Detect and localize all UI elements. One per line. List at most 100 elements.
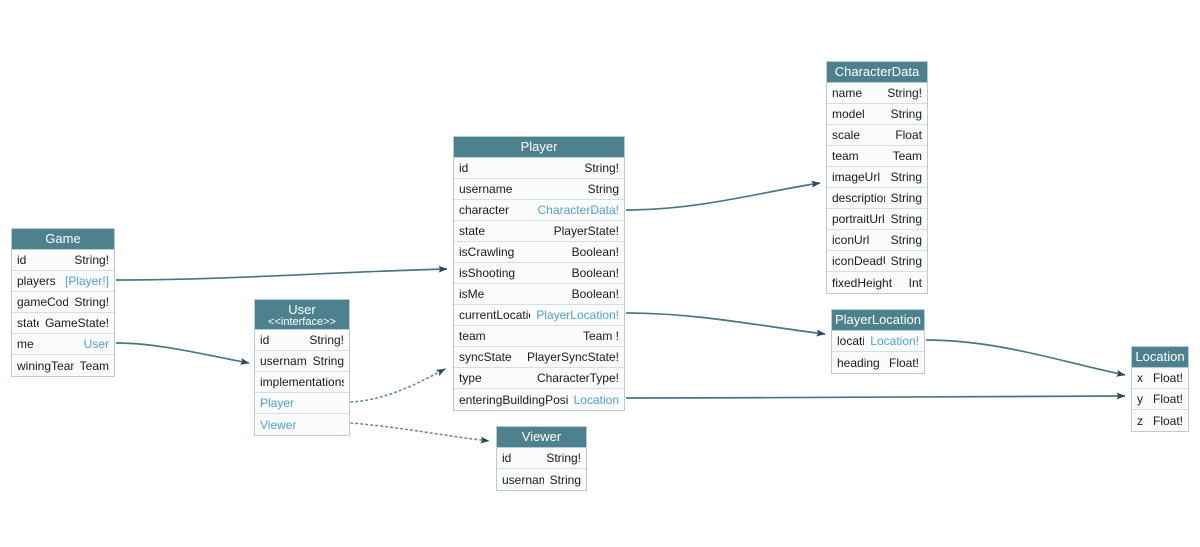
entity-header-player: Player [454, 137, 624, 158]
field-name: me [17, 337, 34, 351]
field-type: String [890, 107, 922, 121]
field-type-reference: Location [573, 392, 619, 407]
field-type: Int [908, 275, 922, 290]
entity-header-viewer: Viewer [497, 427, 586, 448]
field-type-reference: User [83, 337, 109, 351]
implementation-row[interactable]: Viewer [255, 414, 349, 435]
edge-playerlocation-location-to-location [925, 339, 1126, 377]
field-type: String [890, 233, 922, 247]
field-row[interactable]: currentLocation PlayerLocation! [454, 305, 624, 326]
field-name: x [1137, 371, 1143, 385]
field-name: syncState [459, 350, 512, 364]
field-row[interactable]: location Location! [832, 331, 924, 352]
field-name: id [260, 333, 270, 347]
field-name: id [459, 161, 469, 175]
field-type: CharacterType! [536, 371, 619, 385]
entity-header-playerlocation: PlayerLocation [832, 310, 924, 331]
field-row[interactable]: state GameState! [12, 313, 114, 334]
implementation-row[interactable]: Player [255, 393, 349, 414]
field-row[interactable]: x Float! [1132, 368, 1188, 389]
entity-title: CharacterData [834, 64, 920, 79]
field-type: Team [79, 358, 109, 373]
field-type-reference: PlayerLocation! [536, 308, 619, 322]
field-row[interactable]: me User [12, 334, 114, 355]
field-row[interactable]: id String! [255, 330, 349, 351]
field-type: String [312, 354, 344, 368]
field-type-reference: CharacterData! [537, 203, 619, 217]
field-name: heading [837, 355, 880, 370]
field-type: Float! [1152, 371, 1183, 385]
section-row[interactable]: implementations [255, 372, 349, 393]
field-row[interactable]: heading Float! [832, 352, 924, 373]
field-row[interactable]: isMe Boolean! [454, 284, 624, 305]
field-type: Float! [1152, 413, 1183, 428]
field-name: isMe [459, 287, 485, 301]
edge-user-viewer-implements [350, 422, 490, 444]
field-name: scale [832, 128, 861, 142]
entity-game[interactable]: GameidString!players[Player!]gameCodeStr… [11, 228, 115, 377]
field-type: GameState! [44, 316, 109, 330]
field-name: username [502, 472, 544, 487]
field-row[interactable]: model String [827, 104, 927, 125]
entity-stereotype: <<interface>> [268, 316, 336, 328]
field-row[interactable]: winingTeamTeam [12, 355, 114, 376]
field-name: team [459, 329, 486, 343]
entity-playerlocation[interactable]: PlayerLocation location Location! heading Fl… [831, 309, 925, 374]
field-name: model [832, 107, 865, 121]
field-row[interactable]: enteringBuildingPositionLocation [454, 389, 624, 410]
field-name: location [837, 334, 864, 348]
field-type: String! [584, 161, 619, 175]
field-name: iconUrl [832, 233, 870, 247]
field-type: PlayerState! [553, 224, 619, 238]
field-type: String [890, 170, 922, 184]
entity-title: Viewer [521, 429, 562, 444]
field-type: Float! [888, 355, 919, 370]
field-type: Team [892, 149, 922, 163]
field-name: portraitUrl [832, 212, 885, 226]
field-row[interactable]: fixedHeight Int [827, 272, 927, 293]
field-name: state [17, 316, 39, 330]
field-row[interactable]: players[Player!] [12, 271, 114, 292]
entity-title: PlayerLocation [835, 312, 921, 327]
field-type: Boolean! [571, 287, 619, 301]
field-type: String! [309, 333, 344, 347]
field-type-reference: [Player!] [64, 274, 109, 288]
field-type: String [890, 254, 922, 268]
field-name: fixedHeight [832, 275, 893, 290]
field-row[interactable]: gameCodeString! [12, 292, 114, 313]
field-name: currentLocation [459, 308, 530, 322]
edge-game-players-to-player [115, 265, 448, 281]
entity-header-game: Game [12, 229, 114, 250]
field-row[interactable]: type CharacterType! [454, 368, 624, 389]
field-row[interactable]: id String! [454, 158, 624, 179]
field-type-reference: Location! [870, 334, 919, 348]
field-row[interactable]: iconUrl String [827, 230, 927, 251]
field-name: type [459, 371, 482, 385]
entity-user[interactable]: User<<interface>>idString!usernameString… [254, 299, 350, 436]
field-name: gameCode [17, 295, 68, 309]
field-row[interactable]: iconDeadUrlString [827, 251, 927, 272]
